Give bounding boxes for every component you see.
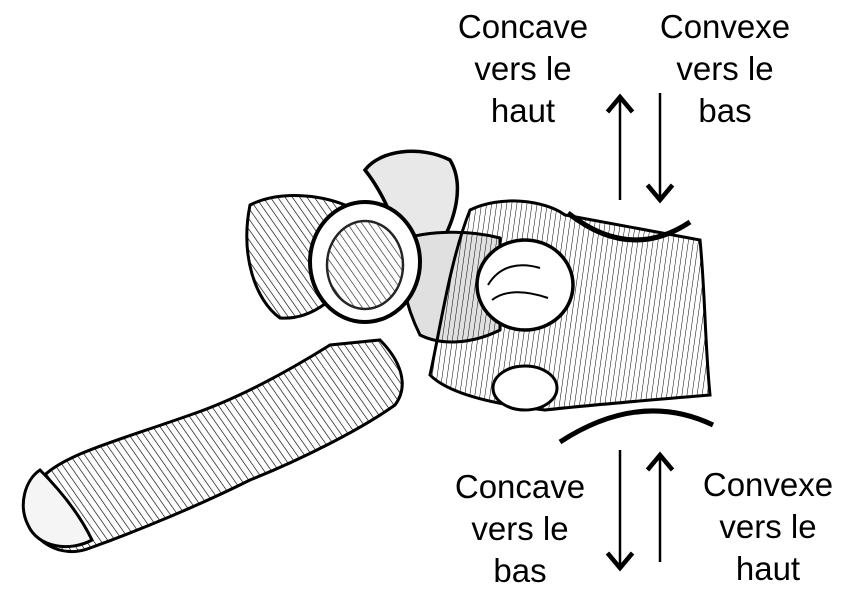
label-bottom-left: Concave vers le bas bbox=[425, 466, 615, 592]
label-top-left-line3: haut bbox=[428, 90, 618, 132]
label-top-left-line2: vers le bbox=[428, 48, 618, 90]
label-bottom-left-line1: Concave bbox=[425, 466, 615, 508]
label-bottom-left-line2: vers le bbox=[425, 508, 615, 550]
label-bottom-right-line1: Convexe bbox=[673, 464, 848, 506]
label-top-left: Concave vers le haut bbox=[428, 6, 618, 132]
label-bottom-right: Convexe vers le haut bbox=[673, 464, 848, 590]
label-top-right-line2: vers le bbox=[630, 48, 820, 90]
inferior-notch bbox=[493, 366, 557, 410]
label-top-left-line1: Concave bbox=[428, 6, 618, 48]
costal-facet bbox=[477, 240, 573, 330]
label-bottom-left-line3: bas bbox=[425, 550, 615, 592]
lower-endplate-curve bbox=[560, 411, 713, 442]
label-bottom-right-line2: vers le bbox=[673, 506, 848, 548]
label-bottom-right-line3: haut bbox=[673, 548, 848, 590]
label-top-right-line3: bas bbox=[630, 90, 820, 132]
label-top-right: Convexe vers le bas bbox=[630, 6, 820, 132]
label-top-right-line1: Convexe bbox=[630, 6, 820, 48]
transverse-process bbox=[28, 340, 402, 552]
